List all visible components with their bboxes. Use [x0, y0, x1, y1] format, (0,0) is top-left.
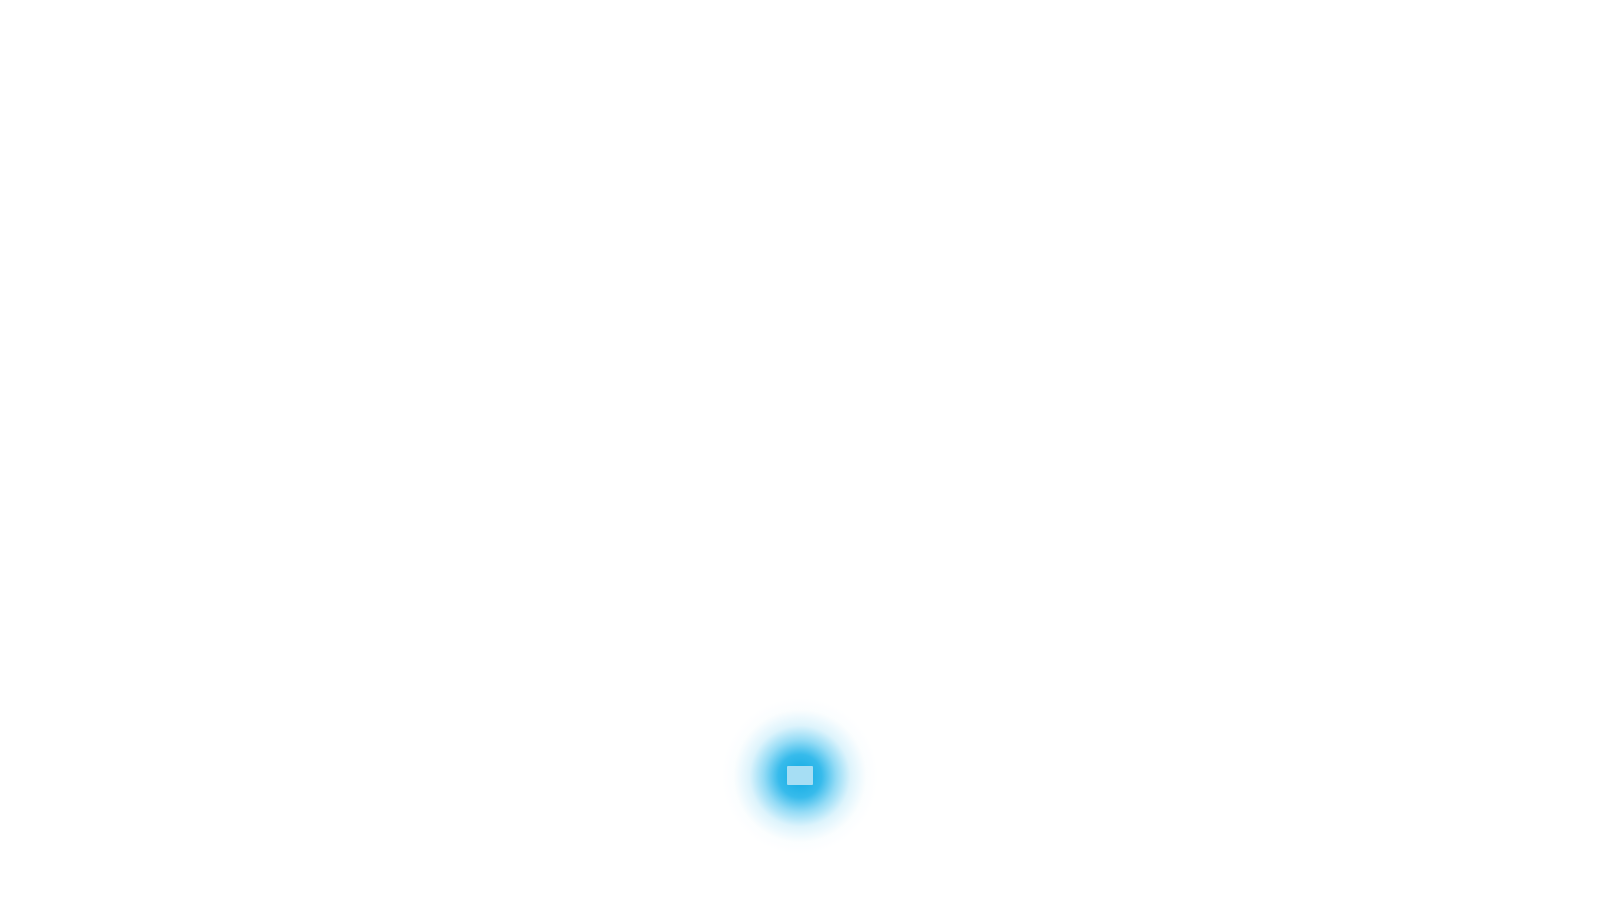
glowing-square-icon	[787, 766, 813, 785]
